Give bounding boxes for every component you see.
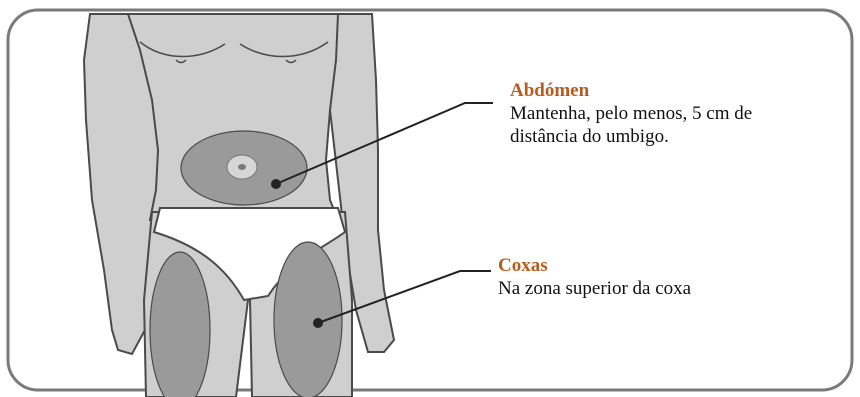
thigh-label: Coxas Na zona superior da coxa	[498, 255, 828, 301]
right-thigh-injection-zone	[274, 242, 342, 397]
abdomen-description-line-1: Mantenha, pelo menos, 5 cm de	[510, 103, 830, 126]
thigh-description: Na zona superior da coxa	[498, 278, 828, 301]
abdomen-description-line-2: distância do umbigo.	[510, 126, 830, 149]
abdomen-label: Abdómen Mantenha, pelo menos, 5 cm de di…	[510, 80, 830, 148]
left-thigh-injection-zone	[150, 252, 210, 397]
abdomen-title: Abdómen	[510, 80, 830, 103]
thigh-title: Coxas	[498, 255, 828, 278]
navel	[238, 164, 246, 170]
